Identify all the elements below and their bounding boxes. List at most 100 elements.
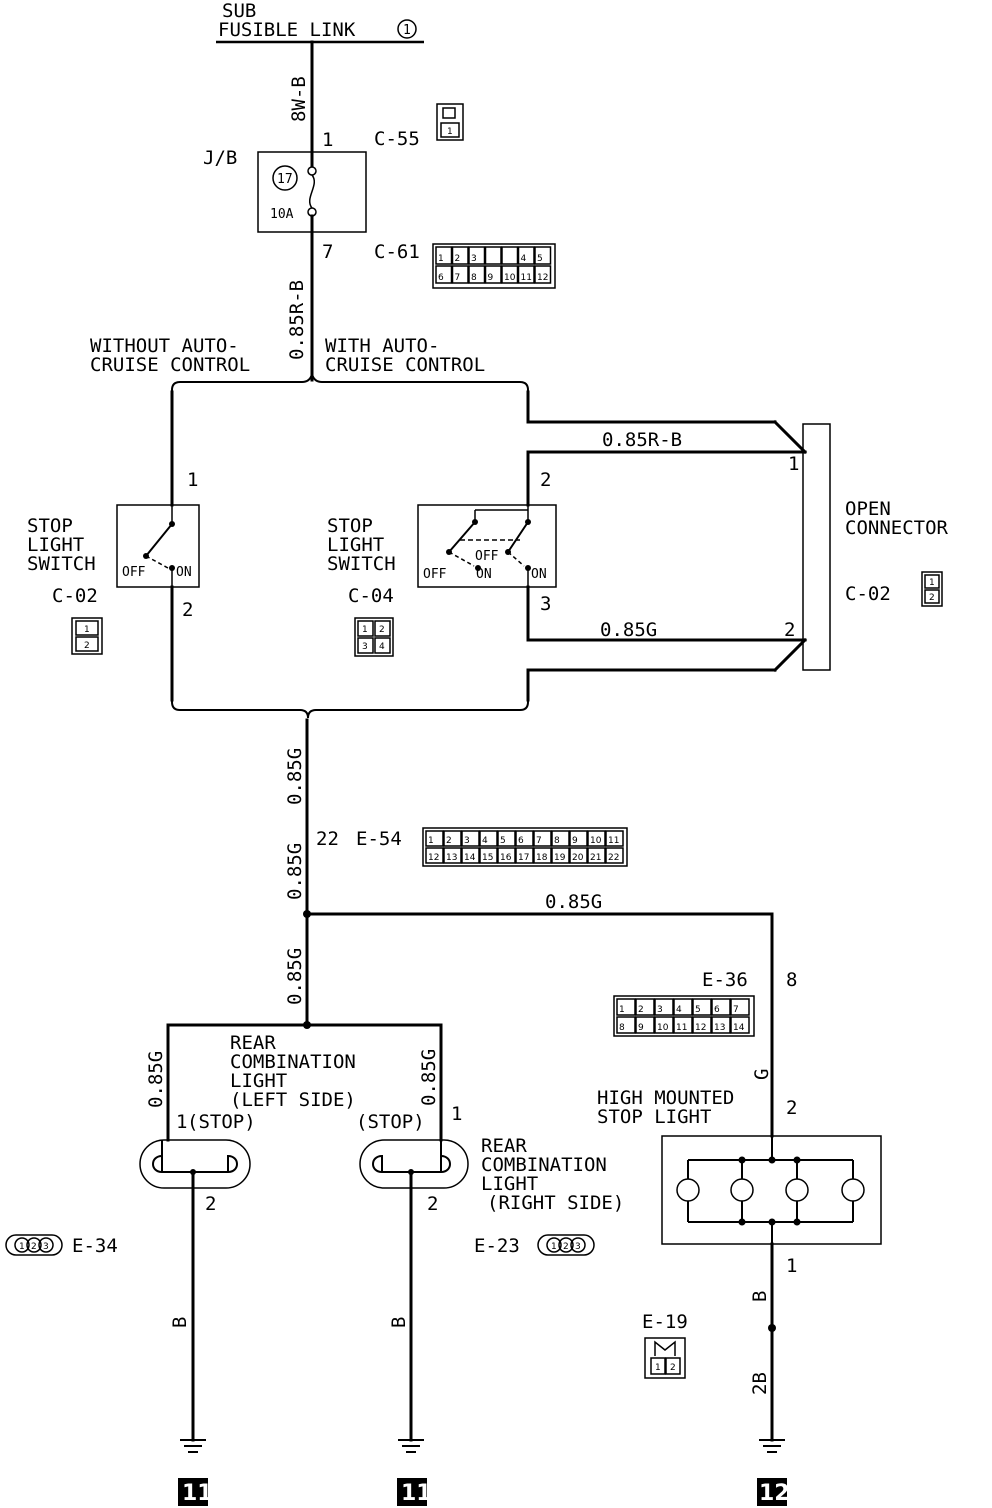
connector-e54-pin-label: 6 xyxy=(518,836,524,846)
connector-e54-pin-label: 12 xyxy=(428,853,439,863)
connector-c61-label: C-61 xyxy=(374,241,420,263)
e36-label: E-36 xyxy=(702,969,748,991)
high-mount-label1: HIGH MOUNTED xyxy=(597,1087,734,1109)
fuse-number: 17 xyxy=(277,172,293,187)
rear-left-lamp xyxy=(139,1139,251,1189)
open-connector-label2: CONNECTOR xyxy=(845,517,949,539)
branch-without-line1: WITHOUT AUTO- xyxy=(90,335,239,357)
connector-e54-cell xyxy=(551,830,570,847)
right-switch-off: OFF xyxy=(423,567,447,582)
svg-text:1: 1 xyxy=(929,578,935,588)
connector-e54-cell xyxy=(533,847,552,864)
connector-e54-cell xyxy=(569,847,588,864)
connector-e36-cell xyxy=(635,1016,655,1034)
open-connector-pin2: 2 xyxy=(784,619,795,641)
connector-e36-cell xyxy=(635,998,655,1016)
connector-e54-cell xyxy=(551,847,570,864)
connector-e54-pin-label: 22 xyxy=(608,853,619,863)
connector-e54-pin-label: 2 xyxy=(446,836,452,846)
connector-c61-cell xyxy=(484,246,502,265)
left-switch-on: ON xyxy=(176,565,192,580)
connector-e36-pin-label: 6 xyxy=(714,1005,720,1015)
right-switch-box xyxy=(417,504,557,588)
ground-symbol-right xyxy=(757,1439,787,1506)
right-switch-label2: LIGHT xyxy=(327,534,384,556)
wire-label-8w-b: 8W-B xyxy=(288,76,310,122)
connector-c61-cell xyxy=(451,265,469,284)
connector-e54-pin-label: 1 xyxy=(428,836,434,846)
svg-text:3: 3 xyxy=(43,1242,49,1252)
source-label-line1: SUB xyxy=(222,0,256,22)
connector-e54-cell xyxy=(497,830,516,847)
connector-e54-pin-label: 9 xyxy=(572,836,578,846)
connector-e36-pin-label: 4 xyxy=(676,1005,682,1015)
ground-label-left: 11 xyxy=(182,1481,213,1506)
svg-text:1: 1 xyxy=(362,625,368,635)
wire-085r-b-bend xyxy=(772,419,808,455)
fuse-pin-in: 1 xyxy=(322,129,333,151)
connector-e54-cell xyxy=(515,830,534,847)
connector-e54-pin-label: 15 xyxy=(482,853,493,863)
connector-e54-cell xyxy=(515,847,534,864)
connector-e36-cell xyxy=(616,1016,636,1034)
fuse-number-circle xyxy=(272,165,298,191)
svg-text:2: 2 xyxy=(379,625,385,635)
svg-text:1: 1 xyxy=(655,1363,661,1373)
connector-c61-cell xyxy=(517,246,535,265)
connector-e36-pin-label: 9 xyxy=(638,1023,644,1033)
right-switch-label1: STOP xyxy=(327,515,373,537)
connector-c61-cell xyxy=(435,265,453,284)
fuse-amp: 10A xyxy=(270,207,294,222)
svg-text:3: 3 xyxy=(575,1242,581,1252)
rear-left-pin1: 1 xyxy=(176,1111,187,1133)
connector-e36-cell xyxy=(673,1016,693,1034)
wire-label-085g-top: 0.85G xyxy=(545,891,602,913)
connector-e36-pin-label: 10 xyxy=(657,1023,669,1033)
rear-left-label4: (LEFT SIDE) xyxy=(230,1089,356,1111)
connector-e54-cell xyxy=(605,847,624,864)
connector-e54-pin-label: 17 xyxy=(518,853,529,863)
ground-symbol-left xyxy=(178,1439,208,1506)
fusible-link-number-circle xyxy=(397,19,417,39)
connector-e54-pin-label: 7 xyxy=(536,836,542,846)
right-switch-on: ON xyxy=(476,567,492,582)
connector-e36-pin-label: 13 xyxy=(714,1023,725,1033)
rear-left-filament xyxy=(152,1140,238,1175)
wire-label-g: G xyxy=(751,1069,773,1080)
connector-e54-cell xyxy=(479,847,498,864)
rear-right-pin2: 2 xyxy=(427,1193,438,1215)
connector-e54-cell xyxy=(605,830,624,847)
connector-e36-cell xyxy=(692,1016,712,1034)
connector-e54-pin-label: 4 xyxy=(482,836,488,846)
connector-c02b-icon: 1 2 xyxy=(921,571,943,607)
left-switch-off: OFF xyxy=(122,565,146,580)
connector-c61-pin-label: 4 xyxy=(521,254,527,264)
svg-text:1: 1 xyxy=(551,1242,557,1252)
e23-label: E-23 xyxy=(474,1235,520,1257)
svg-text:2: 2 xyxy=(670,1363,676,1373)
brace-bottom xyxy=(171,695,529,719)
connector-c61-pin-label: 2 xyxy=(455,254,461,264)
connector-e54-cell xyxy=(497,847,516,864)
connector-c61-cell xyxy=(501,246,519,265)
svg-text:2: 2 xyxy=(84,641,90,651)
connector-e54-pin-label: 18 xyxy=(536,853,548,863)
connector-e54-pin-label: 5 xyxy=(500,836,506,846)
svg-text:1: 1 xyxy=(84,625,90,635)
branch-without-line2: CRUISE CONTROL xyxy=(90,354,250,376)
wire-label-b-right: B xyxy=(388,1317,410,1328)
connector-e54-pin-label: 3 xyxy=(464,836,470,846)
connector-c61-pin-label: 12 xyxy=(537,273,548,283)
connector-e54-cell xyxy=(479,830,498,847)
svg-text:1: 1 xyxy=(447,127,453,137)
connector-e54-cell xyxy=(461,847,480,864)
fuse-symbol xyxy=(307,148,317,238)
rear-right-label3: LIGHT xyxy=(481,1173,538,1195)
connector-c55-label: C-55 xyxy=(374,128,420,150)
connector-e36-pin-label: 2 xyxy=(638,1005,644,1015)
connector-c55-icon: 1 xyxy=(436,103,464,141)
fuse-pin-out: 7 xyxy=(322,241,333,263)
right-switch-label3: SWITCH xyxy=(327,553,396,575)
connector-e23-icon: 1 2 3 xyxy=(537,1234,595,1256)
